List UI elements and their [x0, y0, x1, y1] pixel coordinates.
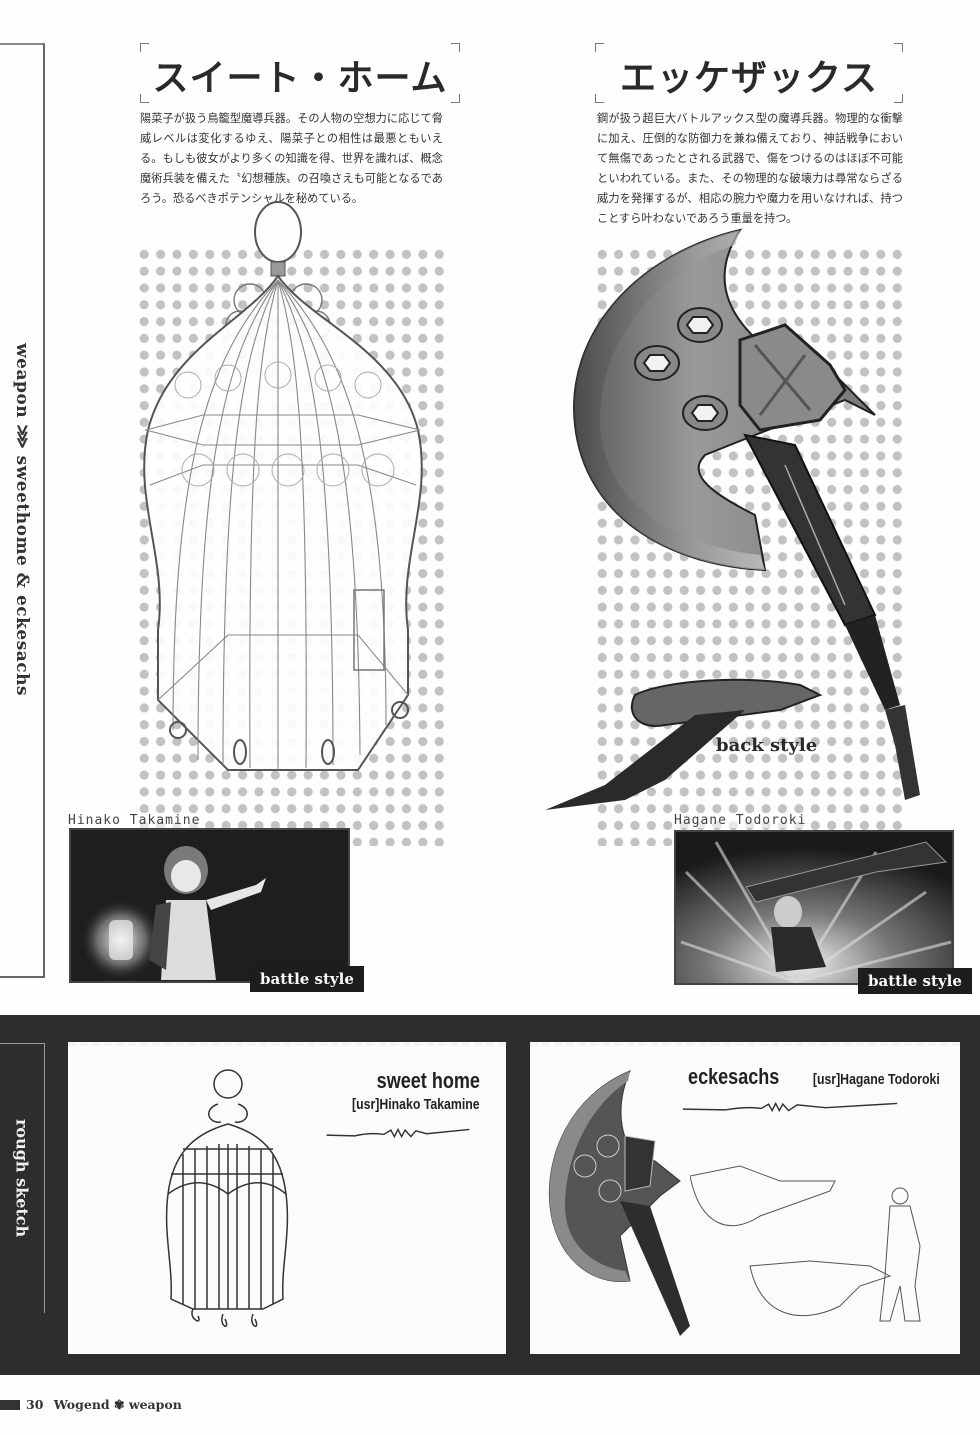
sketch-card-subtitle: [usr]Hagane Todoroki — [813, 1071, 940, 1088]
back-style-label: back style — [716, 735, 818, 756]
side-label-text: weapon ⋙ sweethome & eckesachs — [12, 343, 32, 697]
right-weapon-title: エッケザックス — [620, 57, 878, 99]
character-with-axe-sketch — [690, 1165, 921, 1322]
sketch-card-sweet-home: sweet home [usr]Hinako Takamine — [68, 1042, 506, 1354]
birdcage-sketch — [165, 1069, 289, 1328]
left-battle-scene-image — [69, 828, 350, 983]
left-style-tag: battle style — [250, 966, 364, 992]
left-weapon-title: スイート・ホーム — [152, 57, 448, 99]
footer: 30 Wogend ✾ weapon — [26, 1397, 182, 1412]
rough-sketch-frame — [0, 1043, 45, 1313]
right-weapon-description: 鋼が扱う超巨大バトルアックス型の魔導兵器。物理的な衝撃に加え、圧倒的な防御力を兼… — [597, 112, 903, 225]
right-battle-scene-image — [674, 830, 954, 985]
sketch-card-title: eckesachs — [687, 1064, 780, 1089]
sketch-card-title: sweet home — [376, 1068, 480, 1093]
right-title-box: エッケザックス — [595, 43, 903, 103]
footer-marker — [0, 1400, 20, 1410]
rough-sketch-label-text: rough sketch — [12, 1118, 32, 1238]
left-title-box: スイート・ホーム — [140, 43, 460, 103]
scribble-underline — [682, 1102, 898, 1112]
scribble-underline — [326, 1128, 470, 1138]
right-character-name: Hagane Todoroki — [674, 813, 807, 828]
right-style-tag: battle style — [858, 968, 972, 994]
birdcage-illustration — [143, 201, 423, 771]
sketch-card-subtitle: [usr]Hinako Takamine — [352, 1096, 480, 1113]
page-number: 30 — [26, 1397, 44, 1412]
axe-color-sketch — [548, 1070, 690, 1336]
left-weapon-description: 陽菜子が扱う鳥籠型魔導兵器。その人物の空想力に応じて脅威レベルは変化するゆえ、陽… — [140, 112, 443, 205]
sketch-card-eckesachs: eckesachs [usr]Hagane Todoroki — [530, 1042, 960, 1354]
book-title: Wogend ✾ weapon — [53, 1397, 182, 1412]
side-section-label: weapon ⋙ sweethome & eckesachs — [2, 330, 42, 710]
battle-axe-illustration — [545, 228, 920, 810]
rough-sketch-label: rough sketch — [0, 1043, 44, 1313]
sketch-card-heading: eckesachs [usr]Hagane Todoroki — [668, 1064, 940, 1090]
left-character-name: Hinako Takamine — [68, 813, 201, 828]
side-frame — [0, 43, 45, 978]
